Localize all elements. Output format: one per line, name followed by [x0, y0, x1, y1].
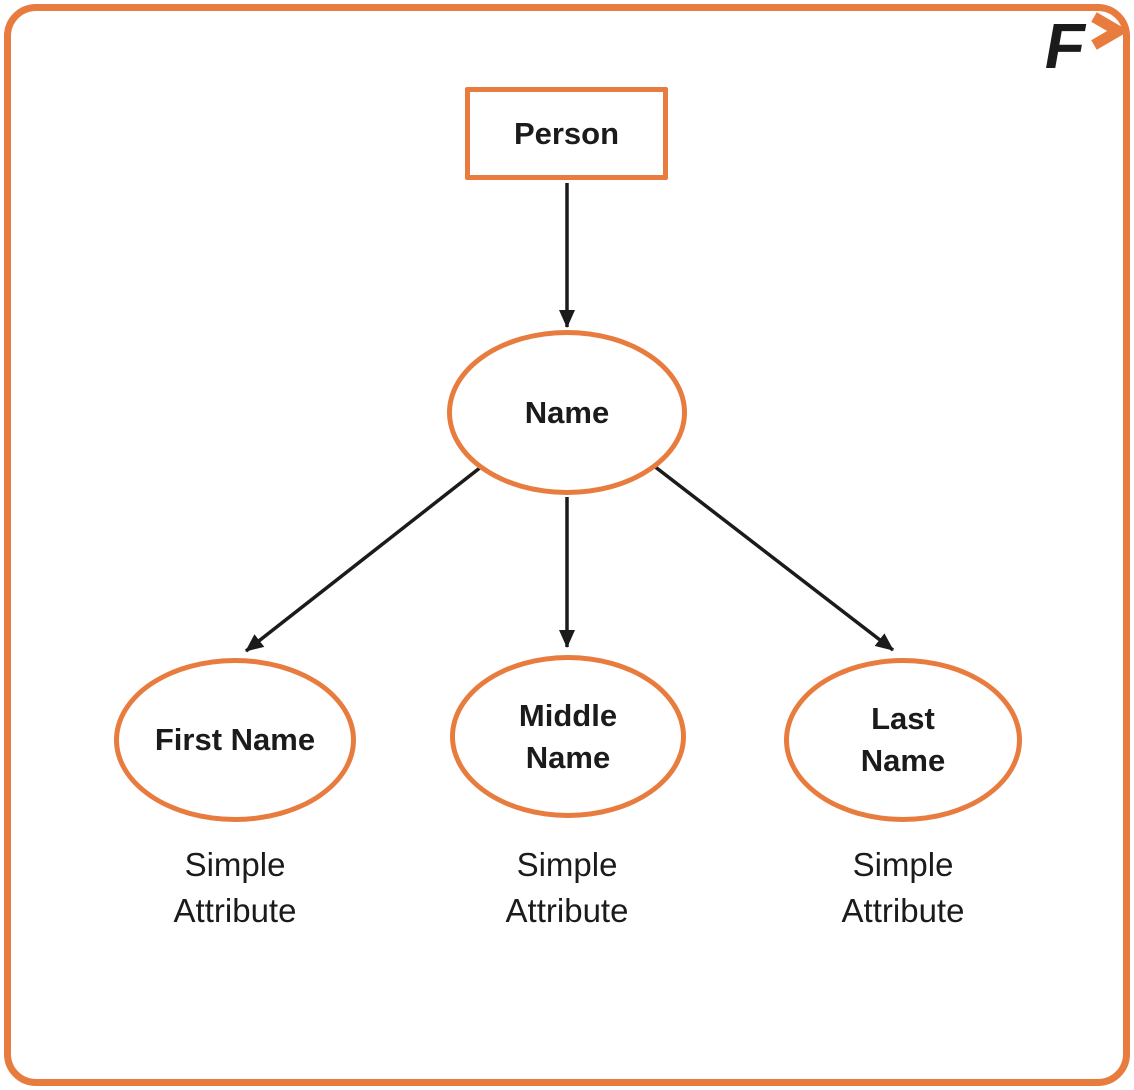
- attribute-first-name: First Name: [114, 658, 356, 822]
- brand-logo: F: [1039, 10, 1126, 76]
- attribute-name: Name: [447, 330, 687, 495]
- chevron-right-icon: [1091, 12, 1126, 50]
- attribute-last-name: Last Name: [784, 658, 1022, 822]
- caption-first-name: Simple Attribute: [173, 846, 297, 929]
- attribute-name-label: Name: [524, 394, 610, 430]
- caption-middle-name: Simple Attribute: [505, 846, 629, 929]
- attribute-middle-name: Middle Name: [450, 655, 686, 818]
- logo-letter-f: F: [1039, 10, 1091, 76]
- caption-last-name: Simple Attribute: [841, 846, 965, 929]
- attribute-middle-name-label: Middle Name: [518, 697, 618, 775]
- entity-person: Person: [465, 87, 668, 180]
- svg-text:F: F: [1039, 10, 1091, 76]
- attribute-last-name-label: Last Name: [860, 701, 946, 778]
- attribute-first-name-label: First Name: [154, 722, 316, 758]
- edge-name-to-first-name: [244, 465, 483, 653]
- edge-name-to-last-name: [652, 464, 895, 652]
- entity-person-label: Person: [513, 115, 620, 151]
